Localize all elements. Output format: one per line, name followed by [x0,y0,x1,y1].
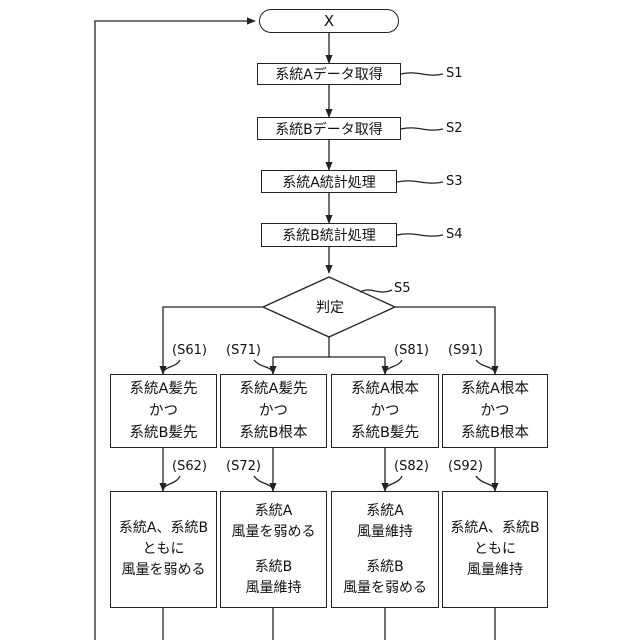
condition-line: 系統A根本 [351,378,419,400]
action-line: 系統B [255,557,293,578]
terminal-x: X [259,9,399,33]
leader-s1 [401,73,443,75]
leader-s92 [476,476,495,491]
ref-s82: (S82) [394,459,429,474]
condition-s91-box: 系統A根本 かつ 系統B根本 [442,374,548,448]
action-s82-box: 系統A 風量維持 系統B 風量を弱める [331,491,439,608]
step-s1-text: 系統Aデータ取得 [275,64,383,84]
ref-s92: (S92) [448,459,483,474]
ref-s91: (S91) [448,343,483,358]
ref-s62: (S62) [172,459,207,474]
leader-s4 [397,234,443,236]
ref-s81: (S81) [394,343,429,358]
leader-s61 [163,360,180,374]
leader-s81 [385,360,402,374]
leader-s71 [254,360,273,374]
decision-label: 判定 [268,297,392,317]
step-s3-text: 系統A統計処理 [282,172,376,192]
action-line: 風量維持 [357,522,413,543]
action-line: 風量を弱める [232,522,316,543]
action-s72-box: 系統A 風量を弱める 系統B 風量維持 [220,491,327,608]
condition-s71-box: 系統A髪先 かつ 系統B根本 [220,374,327,448]
action-line: ともに [143,539,185,560]
action-line: 系統A [366,501,404,522]
leader-s82 [385,476,402,491]
action-s62-box: 系統A、系統B ともに 風量を弱める [110,491,217,608]
ref-s72: (S72) [226,459,261,474]
leader-s72 [254,476,273,491]
leader-s5 [360,290,392,292]
ref-s1: S1 [446,66,463,81]
condition-s81-box: 系統A根本 かつ 系統B髪先 [331,374,439,448]
ref-s5: S5 [394,281,411,296]
condition-line: かつ [481,400,510,422]
action-line: 系統A [255,501,293,522]
action-line: 系統A、系統B [119,518,208,539]
action-line: 風量維持 [467,560,523,581]
terminal-label: X [324,12,334,30]
action-line: 風量を弱める [343,578,427,599]
condition-line: 系統A髪先 [240,378,308,400]
action-s92-box: 系統A、系統B ともに 風量維持 [442,491,548,608]
action-line: 系統B [366,557,404,578]
action-line: 風量を弱める [122,560,206,581]
ref-s4: S4 [446,227,463,242]
step-s4-text: 系統B統計処理 [282,225,376,245]
leader-s91 [476,360,495,374]
condition-line: 系統B髪先 [130,422,198,444]
action-line: ともに [474,539,516,560]
action-line: 系統A、系統B [450,518,539,539]
step-s2-text: 系統Bデータ取得 [275,119,383,139]
condition-line: 系統B根本 [461,422,529,444]
condition-line: 系統B髪先 [351,422,419,444]
action-line: 風量維持 [246,578,302,599]
ref-s61: (S61) [172,343,207,358]
leader-s62 [163,476,180,491]
condition-s61-box: 系統A髪先 かつ 系統B髪先 [110,374,217,448]
step-s3-box: 系統A統計処理 [261,170,397,193]
condition-line: かつ [259,400,288,422]
step-s2-box: 系統Bデータ取得 [257,117,401,140]
ref-s2: S2 [446,121,463,136]
condition-line: 系統A根本 [461,378,529,400]
leader-s3 [397,181,443,183]
ref-s71: (S71) [226,343,261,358]
condition-line: 系統B根本 [240,422,308,444]
step-s4-box: 系統B統計処理 [261,223,397,247]
leader-s2 [401,128,443,130]
condition-line: 系統A髪先 [130,378,198,400]
condition-line: かつ [371,400,400,422]
branch-left [163,307,263,374]
step-s1-box: 系統Aデータ取得 [257,63,401,85]
condition-line: かつ [149,400,178,422]
ref-s3: S3 [446,174,463,189]
